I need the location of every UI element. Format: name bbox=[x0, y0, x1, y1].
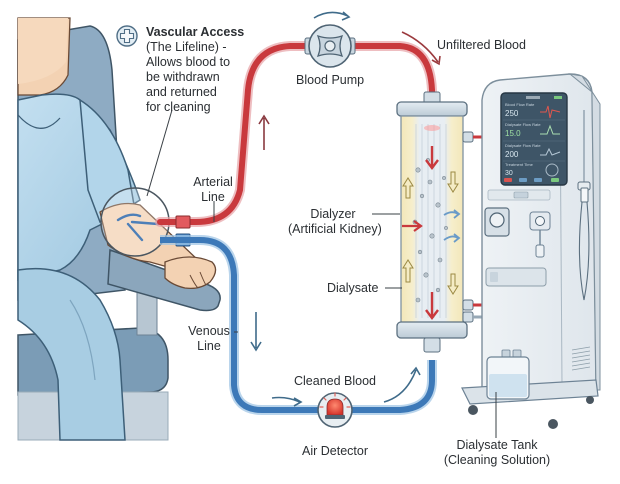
patient-leg bbox=[17, 267, 126, 441]
air-detector-label: Air Detector bbox=[302, 444, 368, 458]
screen-row-dialysate-flow-2: Dialysate Flow Rate 200 bbox=[505, 143, 561, 159]
arrow-dialysate-down-2 bbox=[447, 273, 459, 295]
arrow-cleaned-right bbox=[271, 396, 303, 407]
caster-wheel bbox=[586, 396, 594, 404]
screen-row-blood-flow: Blood Flow Rate 250 bbox=[505, 102, 561, 119]
alarm-light-icon bbox=[326, 398, 344, 416]
arrow-pump-rotation bbox=[313, 11, 351, 21]
patient-chin bbox=[18, 18, 68, 84]
arrow-cleaned-up bbox=[383, 366, 421, 403]
medical-cross-icon bbox=[116, 25, 138, 47]
air-detector bbox=[317, 392, 353, 428]
patient-in-chair bbox=[17, 17, 221, 441]
svg-text:15.0: 15.0 bbox=[505, 129, 521, 138]
dialyzer bbox=[396, 91, 474, 353]
screen-button-red[interactable] bbox=[504, 178, 512, 182]
arterial-connector bbox=[175, 215, 191, 229]
cleaned-blood-label: Cleaned Blood bbox=[294, 374, 377, 388]
arrow-blood-down-bottom bbox=[425, 292, 439, 320]
side-line-loop bbox=[578, 201, 590, 301]
unfiltered-blood-label: Unfiltered Blood bbox=[437, 38, 526, 52]
armrest bbox=[107, 248, 221, 312]
vascular-access-title: Vascular Access bbox=[146, 25, 245, 39]
patient-hand bbox=[164, 256, 217, 290]
arrow-waste-out-2 bbox=[443, 233, 461, 243]
screen-button-green[interactable] bbox=[551, 178, 559, 182]
dialysate-label: Dialysate bbox=[327, 281, 379, 295]
blood-pump-label: Blood Pump bbox=[296, 73, 365, 87]
arrow-dialysate-up-2 bbox=[402, 259, 414, 283]
arterial-line-label: Arterial Line bbox=[193, 175, 233, 204]
arrow-up-arterial bbox=[258, 114, 270, 150]
svg-text:30: 30 bbox=[505, 170, 513, 177]
arrow-blood-down-top bbox=[425, 146, 439, 170]
screen-row-dialysate-flow: Dialysate Flow Rate 15.0 bbox=[505, 122, 560, 138]
arrow-waste-out-1 bbox=[443, 209, 461, 219]
dialysate-tank bbox=[486, 349, 530, 400]
blood-pump bbox=[304, 24, 356, 68]
svg-text:Treatment Time: Treatment Time bbox=[505, 162, 534, 167]
venous-line-label: Venous Line bbox=[188, 324, 230, 353]
vascular-access-desc-3: be withdrawn bbox=[146, 70, 220, 84]
dialysis-machine: Blood Flow Rate 250 Dialysate Flow Rate … bbox=[461, 73, 601, 429]
arrow-dialysate-up-1 bbox=[402, 177, 414, 199]
vascular-access-desc-5: for cleaning bbox=[146, 100, 211, 114]
dialysate-tank-label: Dialysate Tank (Cleaning Solution) bbox=[443, 438, 551, 467]
screen-readouts: Blood Flow Rate 250 Dialysate Flow Rate … bbox=[503, 102, 565, 177]
svg-text:250: 250 bbox=[505, 109, 519, 118]
caster-wheel bbox=[468, 405, 478, 415]
vascular-access-desc-4: and returned bbox=[146, 85, 217, 99]
svg-text:Dialysate Flow Rate: Dialysate Flow Rate bbox=[505, 122, 541, 127]
arrow-dialysate-down-1 bbox=[447, 171, 459, 193]
flow-arrows bbox=[250, 11, 441, 407]
vascular-access-desc-1: (The Lifeline) - bbox=[146, 40, 227, 54]
arrow-blood-in bbox=[402, 220, 423, 232]
dialyzer-label: Dialyzer (Artificial Kidney) bbox=[288, 207, 382, 236]
leader-lines bbox=[146, 109, 497, 438]
vascular-access-label: Vascular Access (The Lifeline) - Allows … bbox=[146, 25, 244, 115]
screen-button-blue-2[interactable] bbox=[534, 178, 542, 182]
svg-text:Dialysate Flow Rate: Dialysate Flow Rate bbox=[505, 143, 541, 148]
caster-wheel bbox=[548, 419, 558, 429]
arrow-unfiltered-down bbox=[401, 31, 441, 66]
screen-row-treatment-time: Treatment Time 30 bbox=[505, 162, 559, 177]
arrow-down-venous bbox=[250, 312, 262, 352]
vein-graft bbox=[116, 213, 160, 242]
svg-text:Blood Flow Rate: Blood Flow Rate bbox=[505, 102, 535, 107]
screen-button-blue-1[interactable] bbox=[519, 178, 527, 182]
timer-icon bbox=[545, 163, 559, 177]
svg-text:200: 200 bbox=[505, 150, 519, 159]
vascular-access-desc-2: Allows blood to bbox=[146, 55, 231, 69]
